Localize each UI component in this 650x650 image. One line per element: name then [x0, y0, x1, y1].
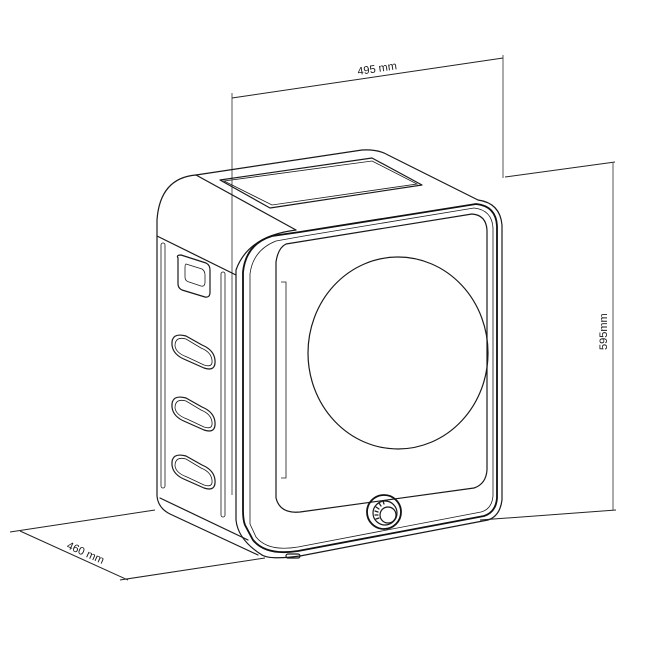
width-dimension-line [231, 57, 504, 99]
control-knob[interactable] [366, 494, 402, 530]
height-extension-line-top [504, 161, 616, 178]
knob-grip-ridges [374, 500, 385, 520]
knob-cap [379, 506, 397, 524]
side-panel [156, 174, 259, 556]
width-dimension: 495 mm [231, 55, 504, 495]
height-dimension: 595mm [479, 161, 617, 521]
depth-extension-line-back [9, 509, 156, 533]
width-label: 495 mm [357, 60, 398, 78]
depth-label: 460 mm [65, 540, 106, 567]
knob-body [372, 500, 398, 526]
height-label: 595mm [598, 313, 610, 350]
side-slit-right [220, 271, 226, 518]
depth-extension-line-front [119, 557, 266, 581]
side-slit-left [160, 242, 166, 489]
vent-slot-3 [171, 454, 216, 490]
vent-slot-1 [171, 334, 216, 370]
knob-outer-ring [366, 494, 402, 530]
front-door [275, 213, 489, 513]
depth-dimension: 460 mm [9, 509, 266, 581]
height-extension-line-bottom [479, 509, 617, 521]
dryer-body [156, 149, 503, 559]
depth-dimension-line [19, 530, 129, 581]
front-frame [235, 199, 503, 559]
top-panel [195, 149, 479, 231]
handle-recess [176, 254, 211, 298]
door-window [307, 256, 489, 450]
vent-slot-2 [171, 396, 216, 432]
front-foot [285, 553, 301, 559]
